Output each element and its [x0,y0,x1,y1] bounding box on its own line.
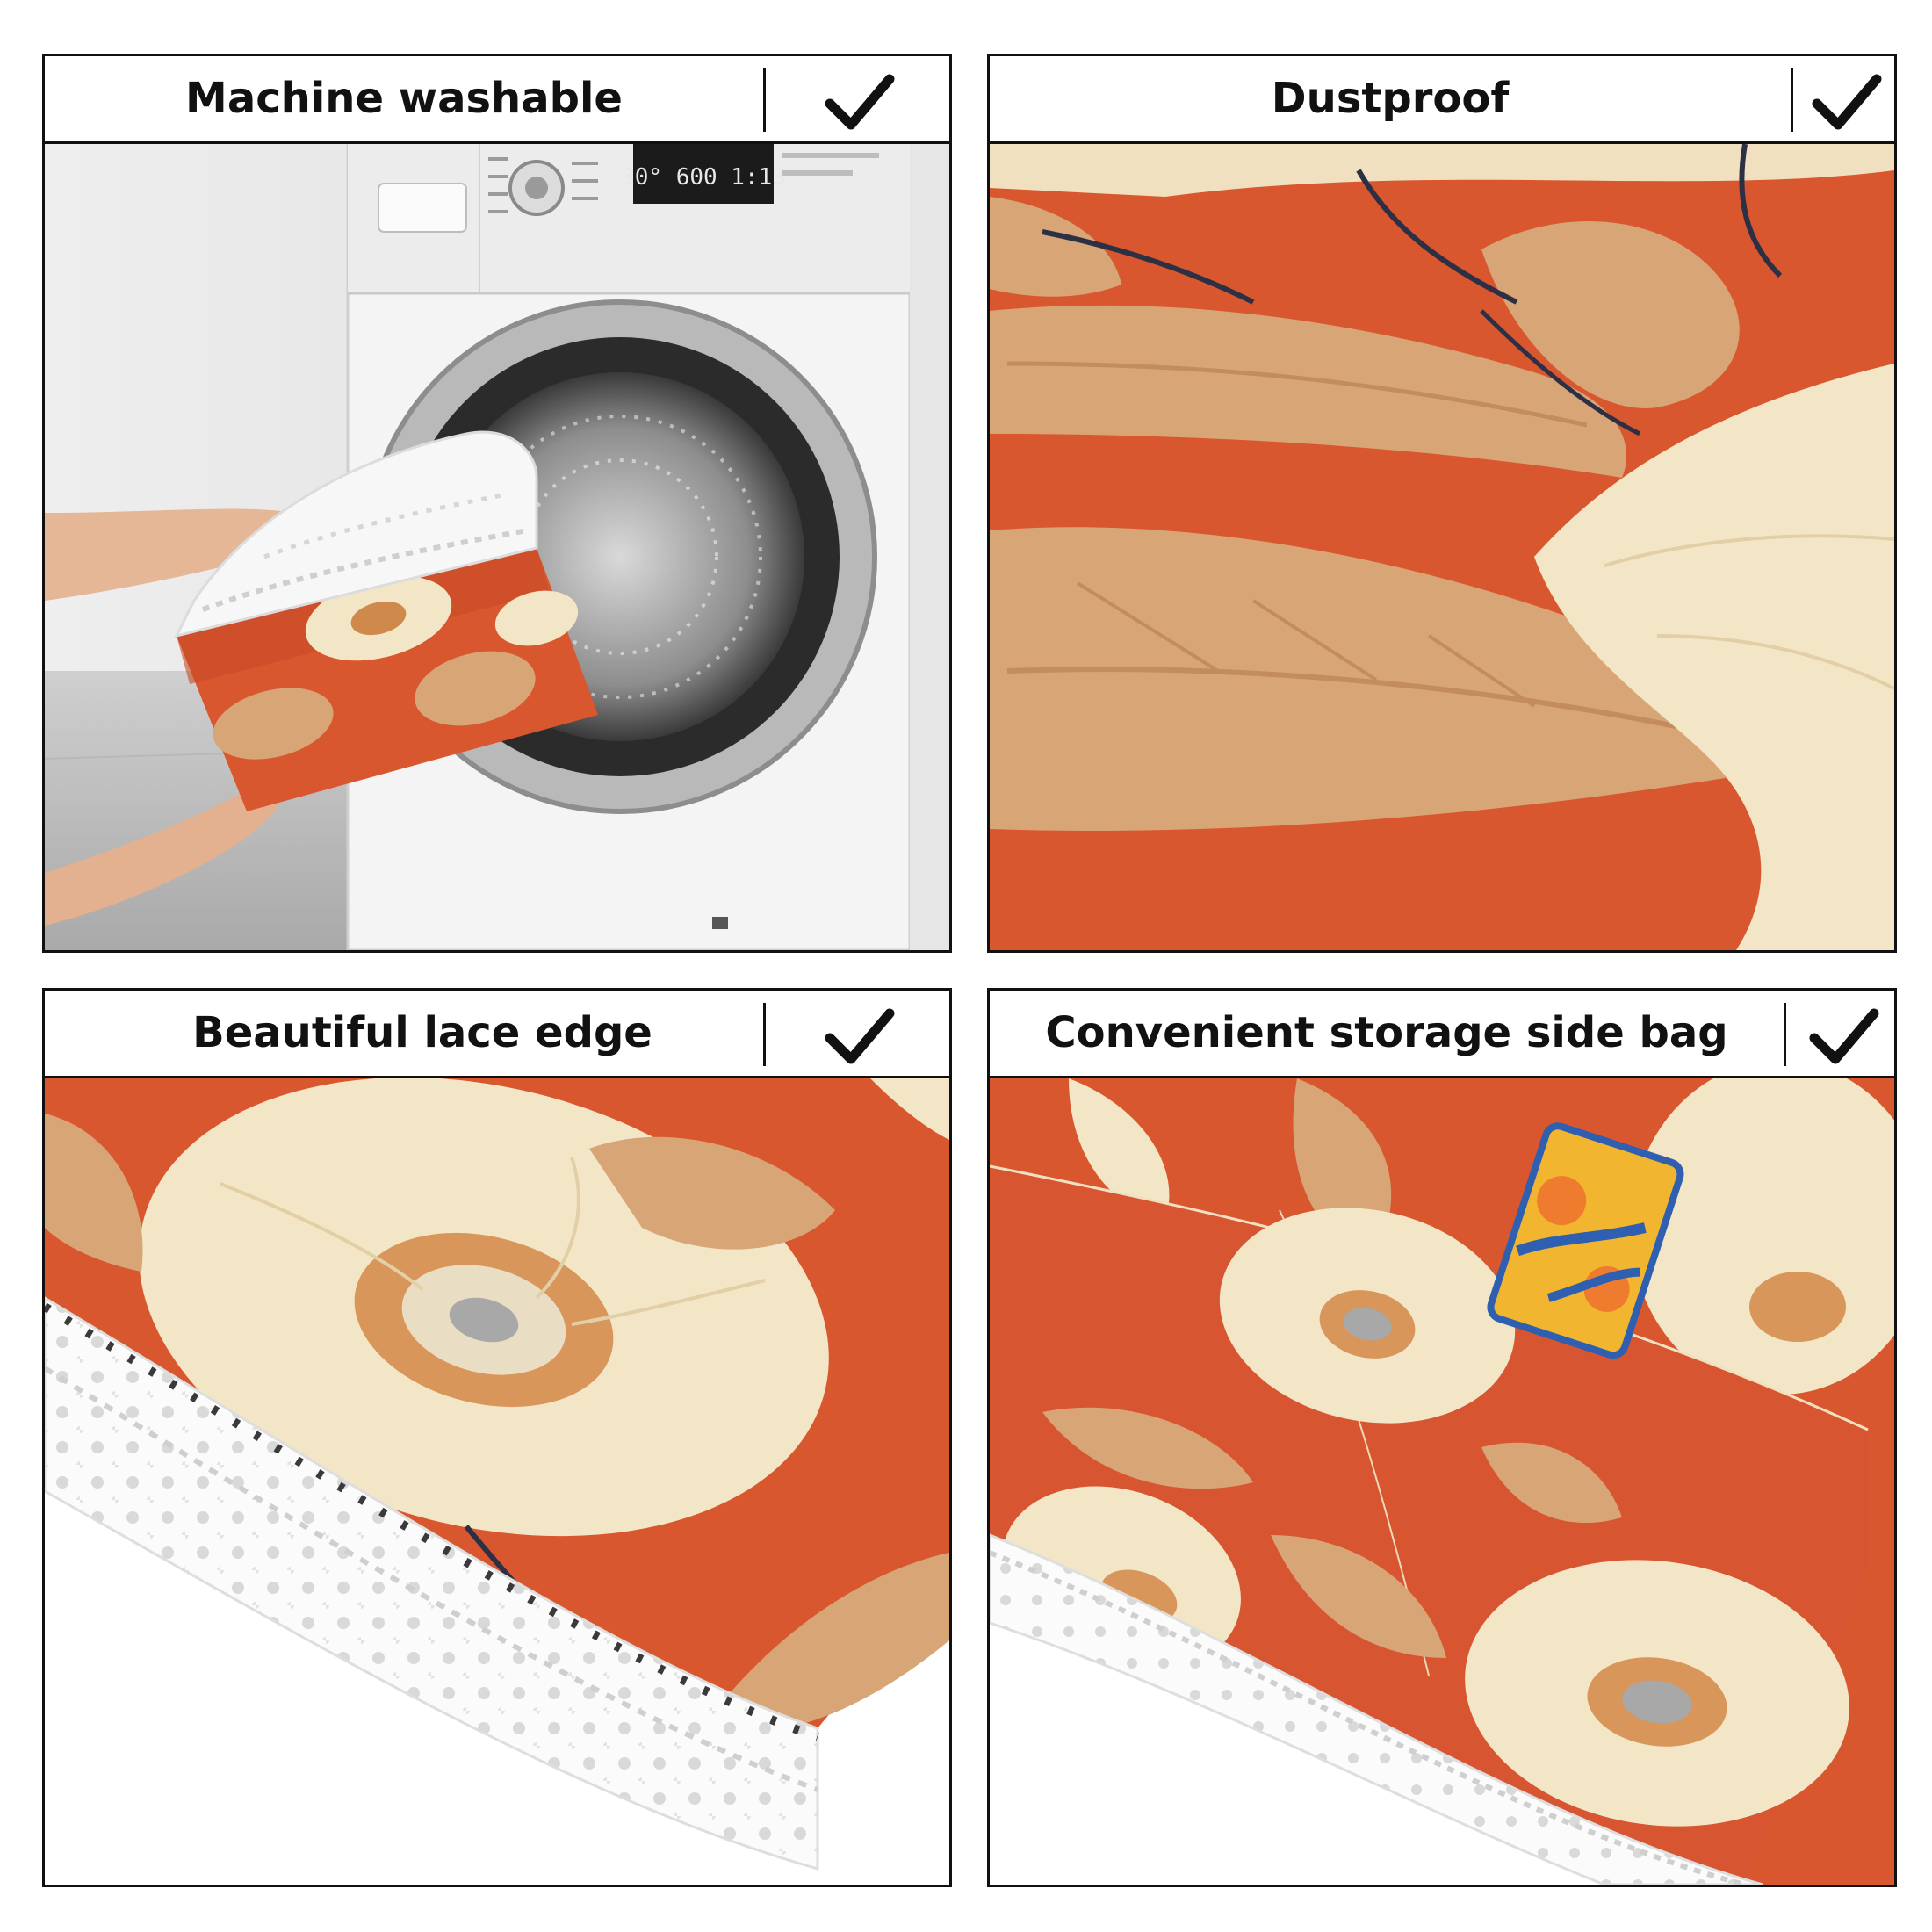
check-icon [825,74,895,130]
panel-title: Convenient storage side bag [1045,1008,1728,1057]
feature-panel-machine-washable: Machine washable [42,54,952,953]
feature-panel-dustproof: Dustproof [987,54,1897,953]
panel-header: Convenient storage side bag [990,991,1894,1078]
check-icon [1809,1008,1879,1064]
panel-title: Machine washable [185,74,623,123]
fabric-closeup-photo [990,144,1894,950]
header-divider [1784,1003,1786,1066]
header-divider [763,1003,766,1066]
panel-title: Dustproof [1271,74,1510,123]
panel-title: Beautiful lace edge [192,1008,652,1057]
feature-panel-lace-edge: Beautiful lace edge [42,988,952,1887]
header-divider [763,68,766,132]
header-divider [1791,68,1793,132]
check-icon [825,1008,895,1064]
panel-header: Machine washable [45,56,949,144]
panel-header: Dustproof [990,56,1894,144]
lace-edge-photo [45,1078,949,1885]
washing-machine-photo: 30° 600 1:13 [45,144,949,950]
washer-display: 30° 600 1:13 [621,164,786,191]
panel-header: Beautiful lace edge [45,991,949,1078]
check-icon [1812,74,1882,130]
side-pocket-photo [990,1078,1894,1885]
feature-panel-storage-side-bag: Convenient storage side bag [987,988,1897,1887]
